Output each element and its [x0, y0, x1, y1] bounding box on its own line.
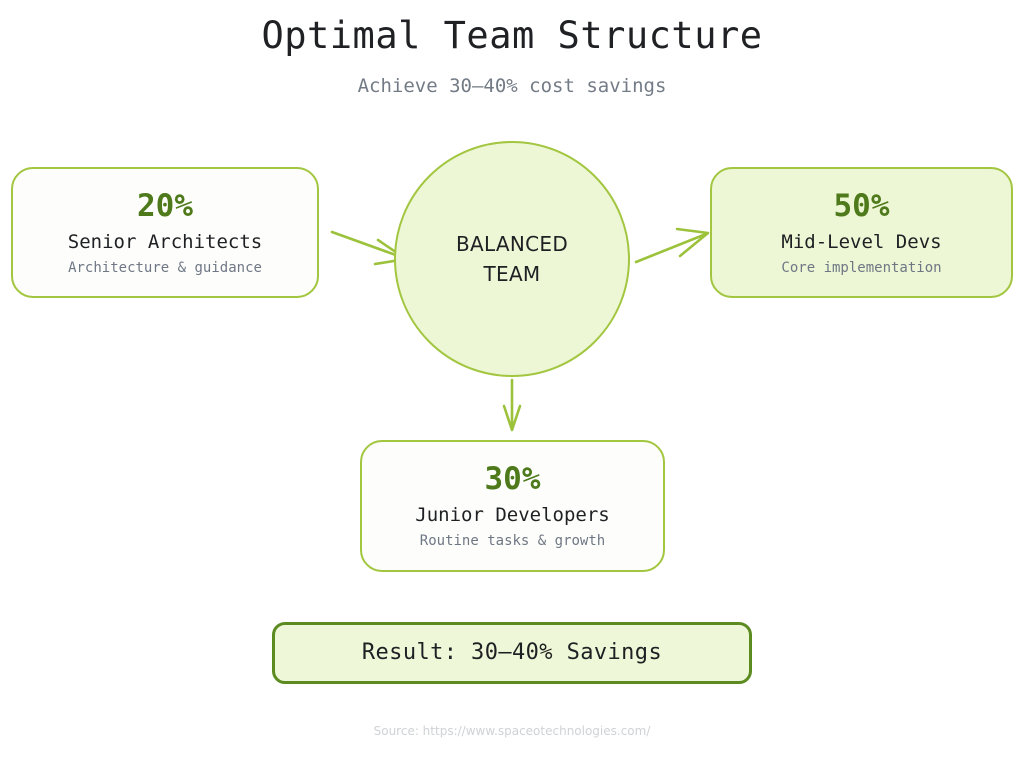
arrow-hub-to-junior	[502, 378, 522, 432]
result-label: Result: 30–40% Savings	[361, 640, 663, 665]
card-description: Routine tasks & growth	[419, 533, 606, 549]
result-banner[interactable]: Result: 30–40% Savings	[272, 622, 752, 684]
card-percent: 50%	[833, 187, 890, 224]
hub-label-line-1: BALANCED	[455, 232, 569, 256]
card-senior-architects[interactable]: 20% Senior Architects Architecture & gui…	[11, 167, 319, 298]
card-role-label: Junior Developers	[415, 504, 610, 526]
card-description: Architecture & guidance	[68, 259, 262, 276]
page-subtitle: Achieve 30–40% cost savings	[357, 75, 667, 97]
source-citation: Source: https://www.spaceotechnologies.c…	[373, 724, 651, 738]
card-role-label: Mid-Level Devs	[781, 230, 942, 253]
card-percent: 20%	[137, 187, 193, 224]
arrow-hub-to-mid	[634, 227, 710, 264]
hub-label-line-2: TEAM	[483, 262, 541, 286]
card-percent: 30%	[484, 461, 541, 497]
card-junior-developers[interactable]: 30% Junior Developers Routine tasks & gr…	[360, 440, 665, 572]
card-description: Core implementation	[781, 259, 942, 276]
page-title: Optimal Team Structure	[261, 14, 763, 57]
card-mid-level-devs[interactable]: 50% Mid-Level Devs Core implementation	[710, 167, 1013, 298]
balanced-team-hub[interactable]: BALANCED TEAM	[394, 141, 630, 377]
card-role-label: Senior Architects	[67, 230, 263, 253]
